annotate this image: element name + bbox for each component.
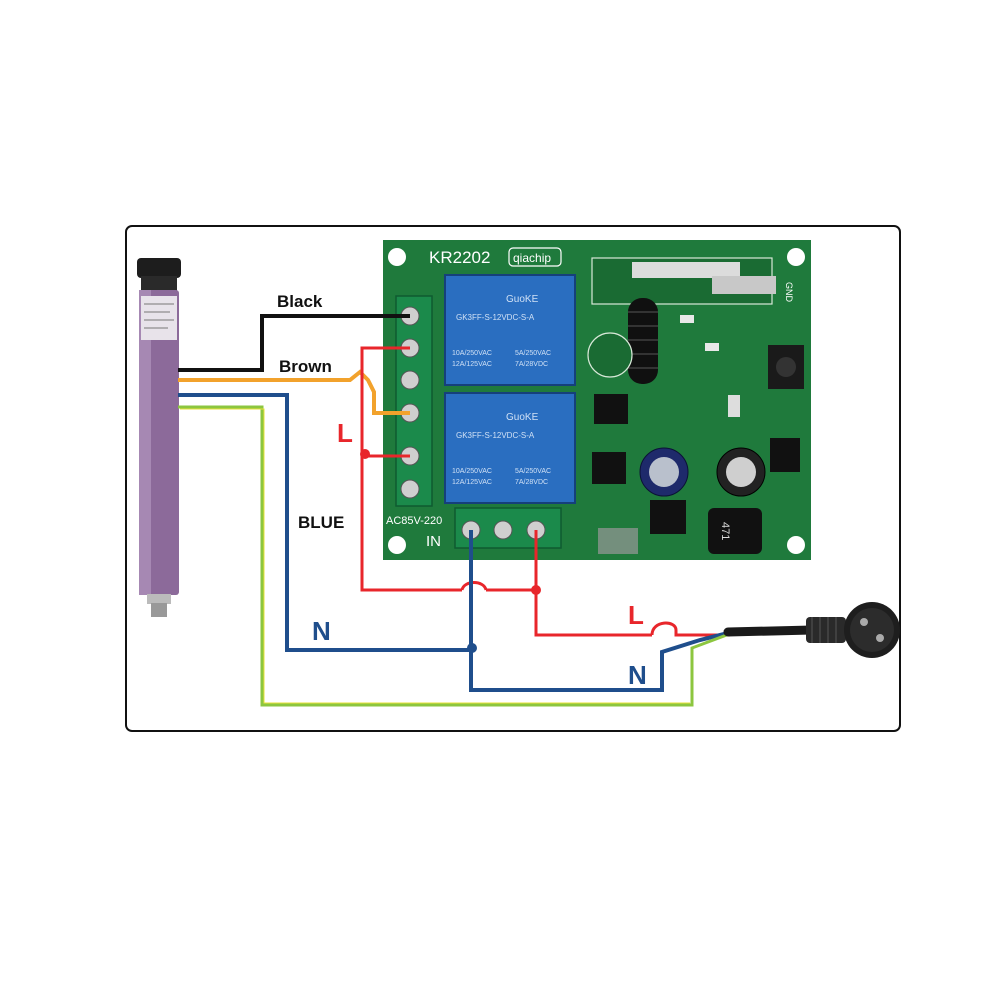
- relay-1-brand: GuoKE: [506, 294, 539, 305]
- inductor-label: 471: [719, 522, 731, 540]
- tubular-motor: [137, 258, 181, 617]
- relay-2-part: GK3FF-S-12VDC-S-A: [456, 431, 535, 440]
- voltage-label: AC85V-220: [386, 515, 442, 527]
- label-neutral-left: N: [312, 616, 331, 646]
- label-black: Black: [277, 292, 323, 311]
- label-neutral-right: N: [628, 660, 647, 690]
- relay-1-rating-1: 10A/250VAC: [452, 350, 492, 357]
- neutral-junction: [467, 643, 477, 653]
- relay-2-rating-1: 10A/250VAC: [452, 468, 492, 475]
- live-wire-plug-lead: [650, 621, 730, 637]
- relay-board: [383, 240, 811, 560]
- relay-2-rating-4: 7A/28VDC: [515, 479, 548, 486]
- relay-2-rating-3: 5A/250VAC: [515, 468, 551, 475]
- relay-1-rating-3: 5A/250VAC: [515, 350, 551, 357]
- live-wire-board: [360, 346, 462, 592]
- live-wire-to-plug: [534, 590, 652, 637]
- board-model: KR2202: [429, 248, 490, 267]
- label-blue: BLUE: [298, 513, 344, 532]
- earth-wire: [178, 405, 741, 707]
- output-terminal-block: [395, 295, 433, 507]
- brand-badge-frame: [508, 247, 562, 267]
- relay-2-rating-2: 12A/125VAC: [452, 479, 492, 486]
- live-junction-2: [531, 585, 541, 595]
- board-brand: qiachip: [513, 251, 551, 265]
- earth-wire-stripe: [180, 408, 690, 704]
- black-wire: [178, 314, 410, 372]
- brown-wire: [178, 369, 410, 415]
- relay-2: [444, 392, 576, 504]
- label-live-right: L: [628, 600, 644, 630]
- blue-wire-motor: [178, 393, 472, 652]
- gnd-label: GND: [784, 282, 794, 303]
- blue-wire-input: [469, 530, 741, 692]
- relay-2-brand: GuoKE: [506, 412, 539, 423]
- relay-1-rating-4: 7A/28VDC: [515, 361, 548, 368]
- live-junction-1: [360, 449, 370, 459]
- relay-1-part: GK3FF-S-12VDC-S-A: [456, 313, 535, 322]
- label-live-left: L: [337, 418, 353, 448]
- label-brown: Brown: [279, 357, 332, 376]
- input-label: IN: [426, 533, 441, 550]
- power-plug: [723, 602, 900, 658]
- relay-1-rating-2: 12A/125VAC: [452, 361, 492, 368]
- relay-1: [444, 274, 576, 386]
- live-wire-crossover: [460, 581, 488, 591]
